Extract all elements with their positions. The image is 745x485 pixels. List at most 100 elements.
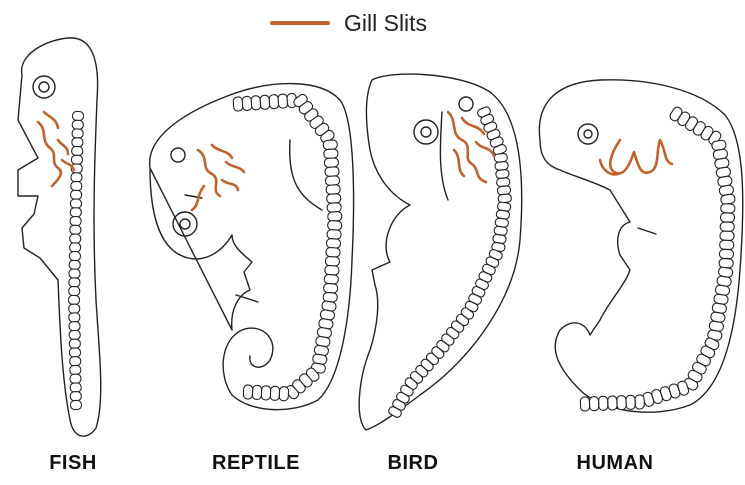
somite	[70, 392, 81, 401]
somite	[71, 181, 82, 190]
somite	[325, 167, 340, 177]
bird-ear	[459, 97, 473, 111]
somite	[325, 256, 340, 266]
somite	[70, 216, 81, 225]
somite	[72, 138, 83, 147]
human-gill-slits	[600, 140, 672, 174]
somite	[72, 129, 83, 138]
somite	[72, 146, 83, 155]
reptile-embryo	[150, 84, 354, 410]
human-eye-inner	[584, 130, 592, 138]
somite	[260, 95, 270, 110]
somite	[69, 330, 80, 339]
reptile-head-line	[290, 140, 322, 210]
somite	[69, 313, 80, 322]
fish-somites	[68, 111, 83, 409]
somite	[70, 383, 81, 392]
somite	[71, 155, 82, 164]
reptile-ear	[171, 148, 185, 162]
somite	[70, 225, 81, 234]
somite	[69, 278, 80, 287]
somite	[69, 339, 80, 348]
somite	[70, 199, 81, 208]
somite	[278, 94, 288, 109]
reptile-somites	[233, 93, 342, 401]
bird-embryo	[359, 74, 522, 430]
somite	[496, 178, 510, 187]
somite	[70, 374, 81, 383]
bird-eye-inner	[421, 127, 431, 137]
somite	[69, 269, 80, 278]
somite	[327, 203, 342, 213]
label-human: HUMAN	[577, 452, 654, 475]
somite	[233, 97, 243, 112]
somite	[326, 185, 341, 195]
somite	[242, 96, 252, 111]
somite	[69, 348, 80, 357]
somite	[269, 94, 279, 109]
human-embryo	[539, 80, 742, 412]
somite	[68, 295, 79, 304]
somite	[323, 140, 338, 150]
somite	[720, 231, 734, 240]
bird-eye-outer	[414, 120, 438, 144]
somite	[720, 240, 734, 249]
somite	[71, 173, 82, 182]
somite	[719, 249, 733, 258]
somite	[326, 247, 341, 257]
label-bird: BIRD	[388, 452, 439, 475]
human-eye-outer	[578, 124, 598, 144]
reptile-gill-slits	[192, 145, 244, 210]
somite	[496, 169, 510, 178]
somite	[635, 395, 645, 409]
somite	[720, 222, 734, 231]
somite	[323, 283, 338, 293]
somite	[69, 260, 80, 269]
somite	[323, 292, 338, 302]
somite	[70, 365, 81, 374]
somite	[497, 186, 511, 195]
somite	[324, 149, 339, 159]
somite	[494, 153, 508, 162]
somite	[69, 322, 80, 331]
somite	[70, 243, 81, 252]
somite	[721, 204, 735, 213]
somite	[326, 238, 341, 248]
somite	[270, 386, 280, 400]
bird-head-line	[440, 112, 448, 200]
human-jaw-line	[638, 228, 656, 234]
somite	[69, 286, 80, 295]
somite	[719, 259, 733, 268]
somite	[261, 386, 271, 400]
somite	[69, 251, 80, 260]
somite	[498, 194, 512, 203]
somite	[608, 396, 618, 410]
somite	[69, 304, 80, 313]
somite	[70, 400, 81, 409]
somite	[70, 190, 81, 199]
somite	[720, 213, 734, 222]
fish-outline	[18, 38, 101, 436]
somite	[495, 161, 509, 170]
fish-eye-inner	[39, 82, 49, 92]
somite	[589, 397, 599, 411]
somite	[251, 96, 261, 111]
somite	[70, 208, 81, 217]
somite	[243, 385, 253, 399]
label-reptile: REPTILE	[212, 452, 300, 475]
label-fish: FISH	[49, 452, 97, 475]
somite	[70, 357, 81, 366]
somite	[617, 396, 627, 410]
somite	[325, 176, 340, 186]
reptile-eye-inner	[180, 219, 190, 229]
somite	[324, 158, 339, 168]
somite	[327, 229, 342, 239]
somite	[324, 274, 339, 284]
somite	[328, 211, 343, 221]
somite	[325, 265, 340, 275]
somite	[252, 385, 262, 399]
fish-gill-slits	[38, 112, 74, 186]
somite	[279, 386, 289, 400]
somite	[327, 220, 342, 230]
